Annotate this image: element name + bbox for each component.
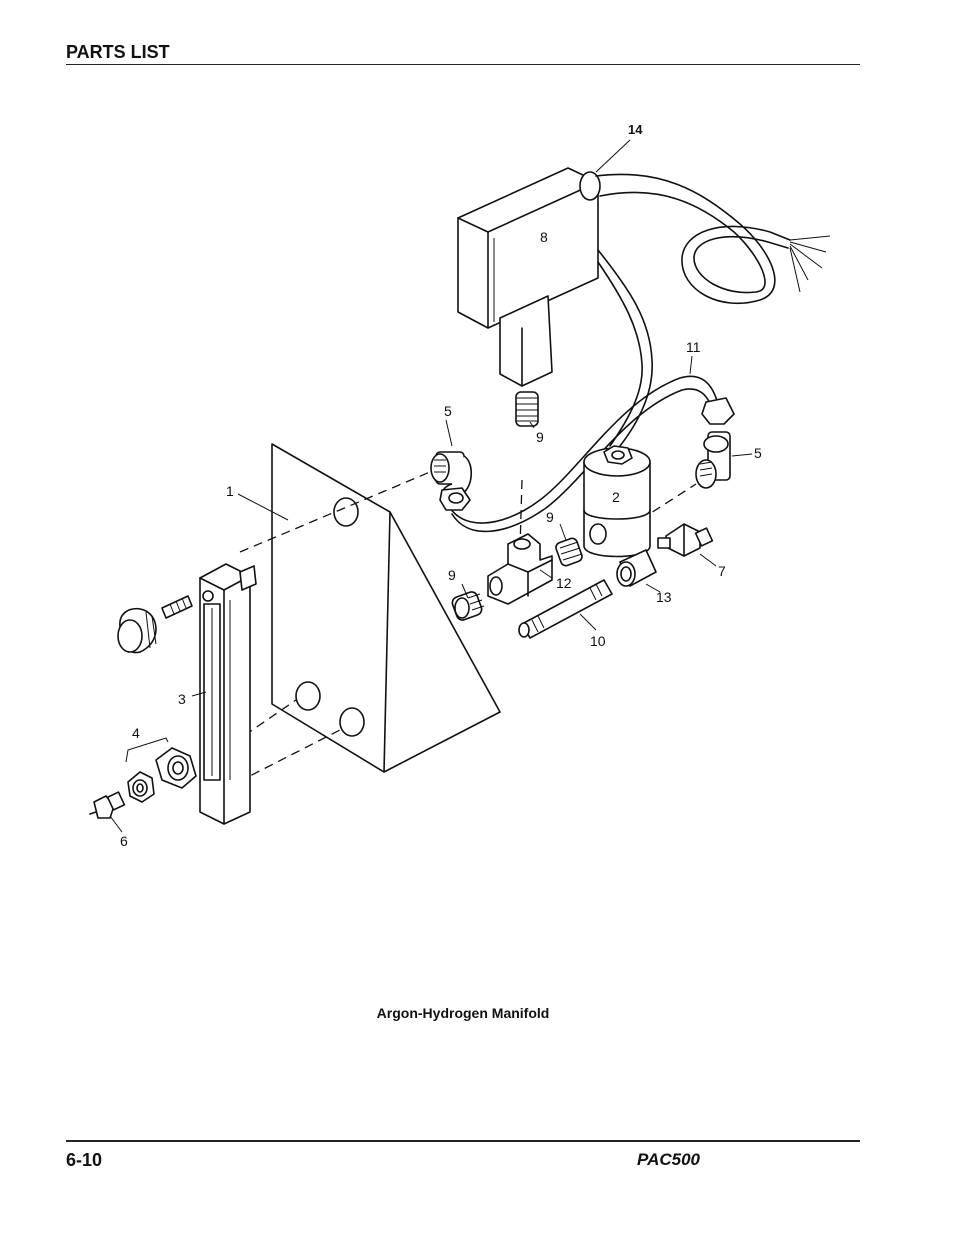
assembly-line [639,483,697,521]
solenoid-wire [597,249,653,447]
assembly-line [237,729,341,783]
footer-divider [66,1140,860,1142]
flowmeter-adjustment-knob [117,595,193,654]
solenoid-wire [597,261,643,447]
part-8-switch-box [457,167,599,387]
part-11-hose [447,375,719,533]
assembly-line [239,471,431,553]
part-4-nut-set [127,747,197,803]
part-9-fitting-left [451,591,485,621]
callout-10: 10 [590,633,606,649]
product-name: PAC500 [637,1150,700,1169]
header-divider [66,64,860,65]
assembly-line [231,699,297,745]
callout-11: 11 [686,339,701,355]
callout-2: 2 [612,489,620,505]
callout-13: 13 [656,589,672,605]
callout-9-left: 9 [448,567,456,583]
part-14-cable-assembly [579,171,831,305]
callout-1: 1 [226,483,234,499]
part-5-elbow-left [430,451,473,511]
callout-9-top: 9 [536,429,544,445]
figure-caption: Argon-Hydrogen Manifold [376,1005,550,1021]
callout-5-left: 5 [444,403,452,419]
callout-8: 8 [540,229,548,245]
callout-14: 14 [628,122,643,137]
part-6-small-fitting [89,791,126,819]
part-1-mounting-bracket [271,443,501,773]
callout-7: 7 [718,563,726,579]
assembly-line [519,479,523,549]
part-2-solenoid-valve [583,445,651,558]
callout-12: 12 [556,575,572,591]
callout-6: 6 [120,833,128,849]
callout-3: 3 [178,691,186,707]
part-13-coupling [616,549,657,587]
part-3-flowmeter [199,563,257,825]
part-9-fitting-middle [555,537,583,567]
section-title: PARTS LIST [66,42,170,62]
callout-9-middle: 9 [546,509,554,525]
callout-4: 4 [132,725,140,741]
callout-5-right: 5 [754,445,762,461]
part-5-elbow-right [695,397,735,489]
part-12-tee-fitting [487,533,553,605]
part-7-fitting [657,523,714,557]
part-9-fitting-top [515,391,539,427]
page-number: 6-10 [66,1150,103,1170]
callout-leaders [109,139,753,833]
part-10-pipe-nipple [518,579,613,639]
